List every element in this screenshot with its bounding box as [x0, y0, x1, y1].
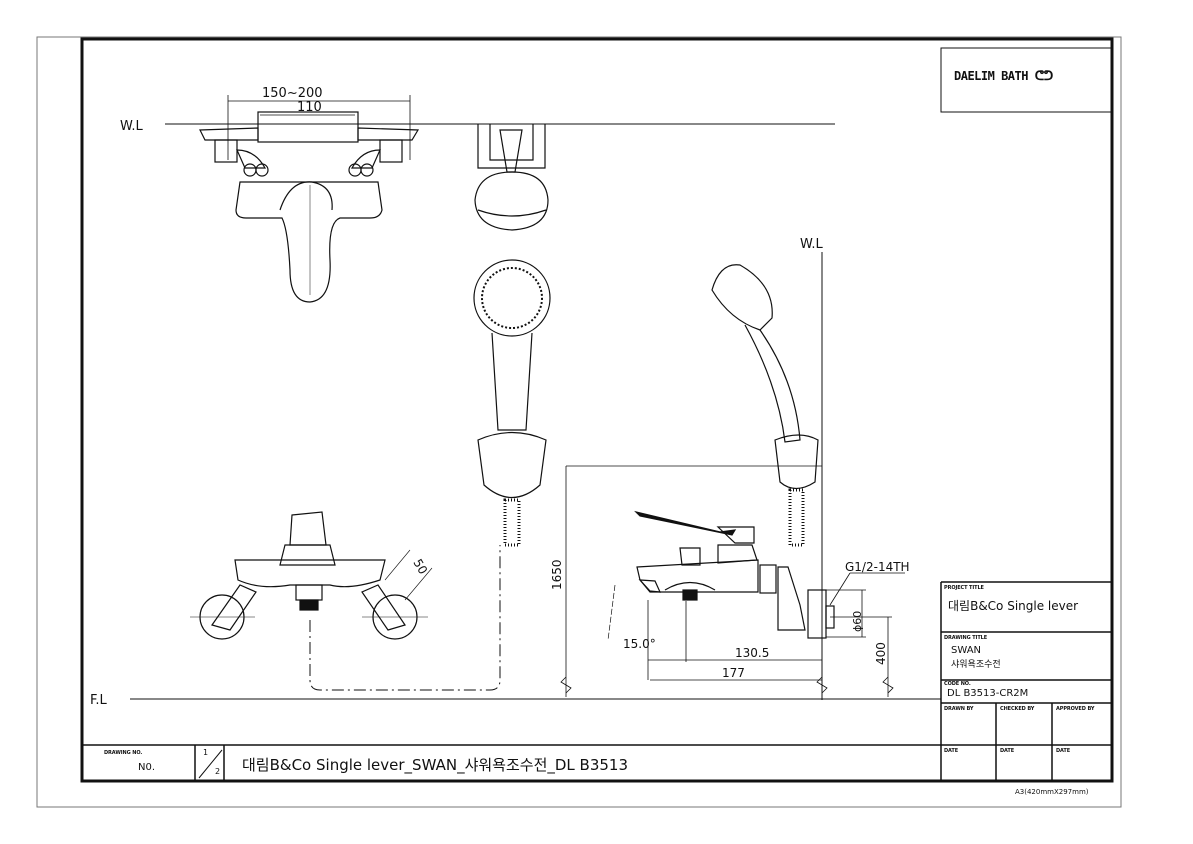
date-label-checked: DATE: [1000, 748, 1015, 754]
faucet-front-view-top: [199, 111, 420, 303]
paper-size: A3(420mmX297mm): [1015, 788, 1089, 796]
date-label-drawn: DATE: [944, 748, 959, 754]
hose-path: [309, 545, 501, 691]
date-label-approved: DATE: [1056, 748, 1071, 754]
spout-angle-label: 15.0°: [623, 637, 656, 651]
thread-label: G1/2-14TH: [845, 560, 910, 574]
shower-height-label: 1650: [550, 559, 564, 590]
outer-border: [36, 36, 1122, 808]
handle-offset-label: 50: [410, 557, 430, 577]
logo-box: [940, 47, 1113, 113]
floor-level-label: F.L: [90, 693, 108, 708]
dimension-supply-spacing: [227, 95, 411, 160]
shower-bracket-top-view: [474, 124, 549, 231]
body-width-label: 110: [297, 100, 322, 115]
drawing-title-line1: SWAN: [951, 645, 982, 656]
hand-shower-side-view: [711, 264, 819, 547]
checked-by-label: CHECKED BY: [1000, 706, 1035, 712]
hand-shower-front-view: [473, 259, 551, 547]
project-title-label: PROJECT TITLE: [944, 585, 984, 591]
project-title: 대림B&Co Single lever: [948, 599, 1079, 613]
sheet-total: 2: [215, 767, 221, 776]
water-level-label: W.L: [120, 119, 143, 134]
flange-diameter-label: ϕ60: [851, 611, 864, 632]
break-marks: [560, 676, 894, 694]
logo-text: DAELIM BATH: [954, 69, 1028, 83]
spout-depth-outer-label: 177: [722, 666, 745, 680]
drawing-title-bar: 대림B&Co Single lever_SWAN_샤워욕조수전_DL B3513: [242, 756, 629, 774]
drawing-title-line2: 샤워욕조수전: [951, 660, 1001, 670]
side-dimensions: [565, 465, 905, 697]
water-level-label-side: W.L: [800, 237, 823, 252]
code-label: CODE NO.: [944, 681, 971, 687]
code-value: DL B3513-CR2M: [947, 688, 1029, 699]
drawing-no: N0.: [138, 762, 156, 773]
polar-bear-icon: ᕦᕤ: [1034, 69, 1053, 84]
spout-depth-inner-label: 130.5: [735, 646, 769, 660]
drawing-no-label: DRAWING NO.: [104, 750, 143, 756]
supply-spacing-label: 150~200: [262, 86, 323, 101]
faucet-side-view: [607, 510, 835, 641]
sheet-current: 1: [203, 748, 209, 757]
drawing-title-label: DRAWING TITLE: [944, 635, 988, 641]
approved-by-label: APPROVED BY: [1056, 706, 1095, 712]
faucet-front-view-bottom: [190, 511, 433, 640]
company-logo: DAELIM BATH ᕦᕤ: [954, 69, 1053, 84]
drawing-frame: [80, 37, 1114, 783]
title-block-grid: [82, 581, 1112, 781]
drawn-by-label: DRAWN BY: [944, 706, 974, 712]
mount-height-label: 400: [874, 642, 888, 665]
